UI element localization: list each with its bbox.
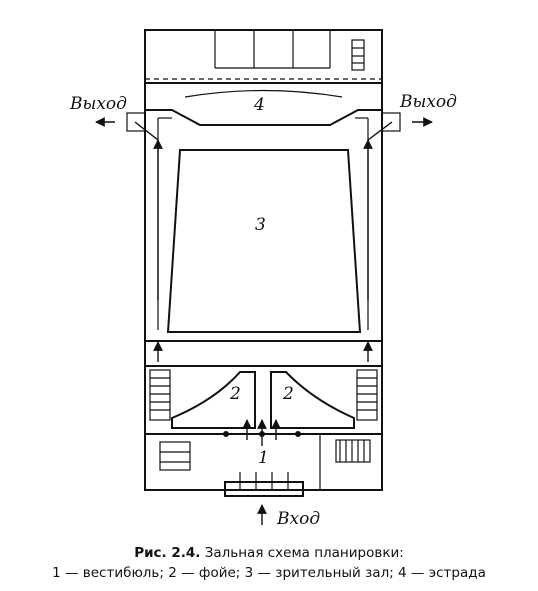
zone-4-label: 4 <box>253 95 265 115</box>
exit-doors <box>95 112 433 132</box>
foyer-halls <box>171 371 355 429</box>
building-outline <box>144 29 383 491</box>
zone-3-label: 3 <box>255 215 266 235</box>
figure-caption: Рис. 2.4. Зальная схема планировки: 1 — … <box>0 543 538 583</box>
exit-right-label: Выход <box>399 92 457 112</box>
figure-number: Рис. 2.4. <box>134 545 201 561</box>
zone-2-right-label: 2 <box>282 384 294 404</box>
zone-2-left-label: 2 <box>229 384 241 404</box>
auditorium-hall <box>166 149 362 333</box>
foyer-band <box>145 340 382 367</box>
backstage-rooms <box>145 30 382 80</box>
stage-area <box>145 82 382 126</box>
lobby <box>145 431 383 491</box>
zone-1-label: 1 <box>258 448 269 468</box>
floor-plan-diagram: Выход Выход Вход 1 2 2 3 4 <box>69 29 457 529</box>
figure-title: Зальная схема планировки: <box>204 545 404 561</box>
exit-left-label: Выход <box>69 94 127 114</box>
flow-arrows <box>134 121 393 446</box>
main-entrance <box>224 472 304 525</box>
caption-title-line: Рис. 2.4. Зальная схема планировки: <box>0 543 538 563</box>
staircases <box>149 369 378 421</box>
figure-legend: 1 — вестибюль; 2 — фойе; 3 — зрительный … <box>52 565 486 581</box>
entrance-label: Вход <box>276 509 320 529</box>
